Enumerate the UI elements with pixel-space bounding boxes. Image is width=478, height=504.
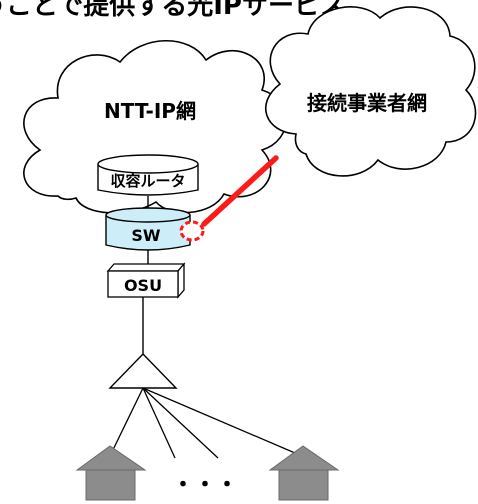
provider-network-label: 接続事業者網 xyxy=(307,91,427,115)
switch-label: SW xyxy=(131,226,161,245)
osu-label: OSU xyxy=(124,276,162,295)
provider-network-cloud xyxy=(264,6,477,177)
branch-fiber xyxy=(142,387,303,457)
subscriber-house-left xyxy=(75,445,147,501)
ntt-ip-network-cloud xyxy=(23,40,287,214)
header-title: うことで提供する光IPサービス xyxy=(0,0,346,21)
ntt-ip-network-label: NTT-IP網 xyxy=(104,99,196,123)
optical-splitter xyxy=(108,352,178,389)
aggregation-router: 収容ルータ xyxy=(97,154,199,196)
provider-connection-line xyxy=(201,155,279,227)
osu-front-face xyxy=(107,270,179,298)
switch-top xyxy=(105,207,191,223)
osu-unit: OSU xyxy=(106,262,186,299)
branch-fiber xyxy=(142,387,176,459)
house-roof xyxy=(268,445,340,471)
branch-fiber xyxy=(109,387,144,457)
house-body xyxy=(278,469,329,501)
branch-fiber xyxy=(142,387,219,459)
subscriber-house-right xyxy=(268,445,340,501)
subscriber-ellipsis: ・・・ xyxy=(172,473,238,498)
house-roof xyxy=(75,445,147,471)
router-label: 収容ルータ xyxy=(110,172,185,190)
osu-top-face xyxy=(106,263,186,272)
router-top xyxy=(97,154,199,174)
connection-port-marker xyxy=(179,220,205,242)
house-body xyxy=(85,469,136,501)
switch: SW xyxy=(105,207,191,251)
branch-fibers xyxy=(109,387,303,459)
